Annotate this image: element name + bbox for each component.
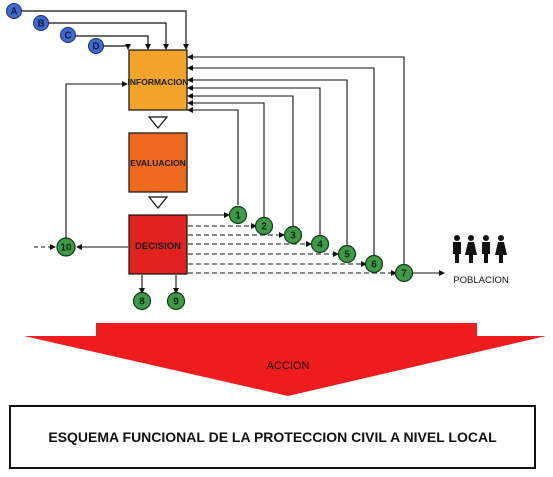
population-people-icon [453,235,507,263]
decision-box: DECISION [128,214,188,275]
flow-arrow-2 [147,196,169,209]
action-node-6: 6 [364,254,384,274]
input-label-c: C [64,31,71,42]
lower-node-9: 9 [166,291,186,311]
action-node-5-label: 5 [344,250,350,261]
flow-arrow-1 [147,116,169,129]
left-feedback-line [65,81,128,247]
input-lines [18,10,189,50]
left-node-10: 10 [56,237,76,257]
population-label: POBLACION [453,275,509,286]
action-node-1: 1 [228,205,248,225]
input-label-d: D [92,42,99,53]
action-node-3: 3 [283,225,303,245]
action-node-5: 5 [337,244,357,264]
action-node-7-label: 7 [401,269,407,280]
informacion-box: INFORMACION [128,49,189,111]
action-node-7: 7 [394,263,414,283]
action-node-4: 4 [310,234,330,254]
feedback-lines [187,54,405,266]
action-node-4-label: 4 [317,240,323,251]
evaluacion-box: EVALUACION [128,132,188,193]
input-label-a: A [10,7,17,18]
accion-label: ACCION [267,360,310,372]
input-node-a: A [6,3,22,19]
decision-dashed-lines [188,223,397,276]
input-node-b: B [33,15,49,31]
informacion-label: INFORMACION [128,77,189,87]
lower-node-8-label: 8 [139,297,145,308]
action-node-2: 2 [254,216,274,236]
action-node-2-label: 2 [261,222,267,233]
input-label-b: B [37,19,44,30]
decision-label: DECISION [135,241,181,252]
input-node-c: C [60,27,76,43]
diagram-caption: ESQUEMA FUNCIONAL DE LA PROTECCION CIVIL… [9,405,536,469]
action-node-1-label: 1 [235,211,241,222]
action-node-3-label: 3 [290,231,296,242]
lower-node-9-label: 9 [173,297,179,308]
lower-output-lines [139,275,179,294]
lower-node-8: 8 [132,291,152,311]
left-node-10-label: 10 [60,243,72,254]
evaluacion-label: EVALUACION [130,158,186,168]
action-node-6-label: 6 [371,260,377,271]
input-node-d: D [88,38,104,54]
accion-arrow [24,323,546,396]
